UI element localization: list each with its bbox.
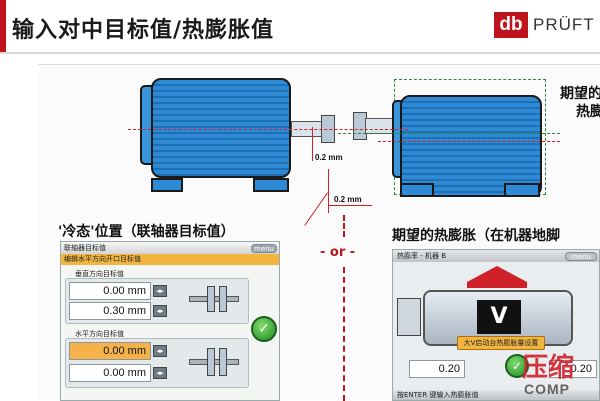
- vertical-drop-line: [328, 169, 329, 213]
- screen2-menu-button[interactable]: menu: [565, 252, 597, 261]
- vertical-coupling-flange-left: [207, 286, 215, 312]
- screen1-menu-button[interactable]: menu: [251, 244, 277, 253]
- vertical-offset-line: [312, 127, 313, 161]
- header-divider: [0, 52, 600, 54]
- vertical-target-2-field[interactable]: 0.30 mm: [69, 302, 151, 320]
- screen2-title: 热膨率 - 机器 B: [393, 250, 599, 262]
- thermal-rise-arrow-shaft: [467, 282, 527, 288]
- slide-title: 输入对中目标值/热膨胀值: [12, 18, 275, 43]
- divider-lower: [343, 267, 345, 401]
- vertical-offset-label: 0.2 mm: [315, 153, 343, 162]
- right-note-line-2: 热膨: [576, 104, 600, 120]
- vertical-targets-label: 垂直方向目标值: [75, 270, 124, 278]
- left-motor: [151, 78, 291, 178]
- or-separator: - or -: [320, 245, 356, 260]
- coupling-targets-screen: 联轴器目标值 menu 编辑水平方向开口目标值 垂直方向目标值 0.00 mm …: [60, 241, 280, 401]
- horizontal-target-2-field[interactable]: 0.00 mm: [69, 364, 151, 382]
- horizontal-target-1-edit-button[interactable]: ◂▸: [153, 345, 167, 357]
- thermal-setting-label: 大V启动台热膨胀量设置: [457, 336, 545, 350]
- vertical-target-1-field[interactable]: 0.00 mm: [69, 282, 151, 300]
- cold-position-caption: '冷态'位置（联轴器目标值）: [58, 224, 235, 240]
- vertical-target-2-edit-button[interactable]: ◂▸: [153, 305, 167, 317]
- content-panel: 0.2 mm 0.2 mm 期望的 热膨 '冷态'位置（联轴器目标值） 期望的热…: [38, 64, 600, 401]
- vertical-target-1-edit-button[interactable]: ◂▸: [153, 285, 167, 297]
- left-motor-foot-left: [151, 178, 183, 192]
- horizontal-coupling-flange-left: [207, 348, 215, 376]
- left-shaft-centerline: [128, 129, 408, 130]
- machine-coupling-icon: [397, 298, 421, 336]
- right-motor-centerline: [378, 141, 560, 142]
- slide-header: 输入对中目标值/热膨胀值 db PRÜFT: [0, 0, 600, 52]
- horizontal-target-1-field[interactable]: 0.00 mm: [69, 342, 151, 360]
- brand-logo-text: PRÜFT: [533, 15, 595, 34]
- screen2-status-bar: 按ENTER 键输入热膨胀值: [393, 390, 599, 400]
- confirm-ok-button[interactable]: ✓: [251, 316, 277, 342]
- thermal-confirm-button[interactable]: ✓: [505, 354, 529, 378]
- watermark-subtext: COMP: [524, 381, 570, 397]
- right-motor-foot-left: [400, 183, 434, 197]
- right-note-line-1: 期望的: [560, 86, 600, 102]
- header-accent-bar: [0, 0, 6, 52]
- thermal-value-right-field[interactable]: 0.20: [549, 360, 597, 378]
- horizontal-offset-line: [328, 205, 372, 206]
- thermal-value-left-field[interactable]: 0.20: [409, 360, 465, 378]
- screen1-title: 联轴器目标值: [61, 242, 279, 254]
- right-motor: [400, 95, 542, 197]
- divider-upper: [343, 215, 345, 237]
- left-motor-foot-right: [253, 178, 289, 192]
- machine-b-badge: V: [477, 300, 521, 334]
- watermark-text: 压缩: [522, 353, 575, 383]
- right-motor-foot-right: [504, 183, 540, 197]
- thermal-rise-arrow-icon: [467, 266, 527, 282]
- horizontal-offset-label: 0.2 mm: [334, 195, 362, 204]
- horizontal-targets-label: 水平方向目标值: [75, 330, 124, 338]
- brand-logo-mark: db: [494, 12, 528, 38]
- horizontal-coupling-flange-right: [219, 348, 227, 376]
- right-shaft-centerline: [338, 133, 560, 134]
- expected-expansion-caption: 期望的热膨胀（在机器地脚: [392, 228, 560, 244]
- screen1-instruction: 编辑水平方向开口目标值: [61, 254, 279, 265]
- horizontal-target-2-edit-button[interactable]: ◂▸: [153, 367, 167, 379]
- vertical-coupling-flange-right: [219, 286, 227, 312]
